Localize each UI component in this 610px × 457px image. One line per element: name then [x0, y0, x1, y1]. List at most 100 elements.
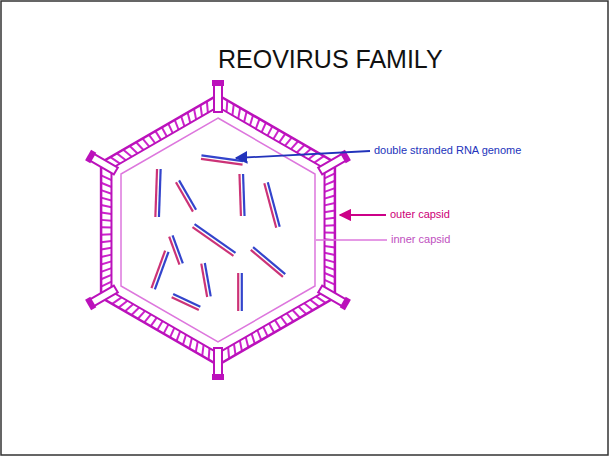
capsid-hatch: [125, 304, 133, 311]
capsid-hatch: [168, 124, 172, 133]
capsid-hatch: [240, 340, 242, 351]
capsid-hatch: [149, 135, 155, 143]
rna-segment: [238, 273, 242, 311]
capsid-hatch: [325, 224, 335, 226]
capsid-hatch: [310, 300, 319, 307]
capsid-hatch: [101, 219, 111, 222]
capsid-hatch: [117, 153, 126, 160]
capsid-hatch: [101, 275, 111, 279]
virus-particle: [85, 80, 351, 380]
rna-segment: [151, 251, 168, 290]
capsid-hatch: [101, 248, 111, 250]
rna-segment: [201, 263, 210, 297]
part-label: double stranded RNA genome: [374, 144, 521, 157]
capsid-hatch: [170, 328, 174, 338]
capsid-hatch: [325, 210, 335, 212]
inner-capsid: [121, 118, 315, 342]
rna-segment: [155, 169, 160, 217]
capsid-hatch: [202, 345, 203, 356]
rna-segment: [169, 235, 183, 264]
rna-segment: [176, 180, 196, 211]
capsid-hatch: [101, 205, 111, 207]
capsid-hatch: [157, 321, 162, 330]
capsid-hatch: [275, 320, 281, 329]
capsid-hatch: [101, 190, 111, 194]
rna-segment: [239, 174, 244, 216]
capsid-spike: [85, 284, 119, 310]
part-label: outer capsid: [390, 208, 450, 221]
capsid-hatch: [144, 314, 151, 322]
capsid-hatch: [279, 134, 285, 143]
capsid-hatch: [325, 253, 335, 255]
capsid-hatch: [101, 198, 111, 201]
capsid-hatch: [194, 109, 196, 120]
capsid-hatch: [250, 115, 253, 125]
capsid-hatch: [325, 246, 335, 248]
capsid-hatch: [304, 303, 312, 310]
capsid-hatch: [101, 268, 111, 272]
capsid-hatch: [298, 307, 306, 314]
capsid-hatch: [325, 273, 335, 277]
capsid-hatch: [268, 126, 273, 135]
capsid-hatch: [325, 196, 335, 199]
capsid-hatch: [101, 282, 111, 287]
capsid-hatch: [325, 188, 335, 192]
capsid-hatch: [101, 175, 111, 180]
capsid-hatch: [256, 119, 260, 129]
capsid-hatch: [188, 113, 191, 123]
capsid-hatch: [244, 112, 247, 123]
capsid-hatch: [314, 156, 323, 163]
capsid-spike: [212, 348, 224, 380]
capsid-spike: [317, 284, 351, 310]
capsid-hatch: [131, 307, 139, 315]
capsid-hatch: [232, 104, 233, 115]
leader-arrow: [340, 214, 386, 216]
capsid-hatch: [325, 280, 335, 285]
capsid-hatch: [101, 255, 111, 257]
capsid-spike: [212, 80, 224, 112]
capsid-hatch: [252, 334, 255, 344]
capsid-hatch: [130, 146, 138, 153]
capsid-hatch: [175, 120, 179, 130]
capsid-hatch: [325, 260, 335, 263]
capsid-hatch: [101, 183, 111, 187]
capsid-hatch: [234, 344, 236, 355]
capsid-hatch: [196, 341, 198, 352]
capsid-hatch: [183, 335, 186, 345]
capsid-hatch: [285, 138, 292, 146]
outer-capsid: [101, 95, 335, 365]
capsid-hatch: [101, 233, 111, 235]
rna-segment: [172, 294, 201, 310]
capsid-hatch: [257, 330, 261, 340]
capsid-hatch: [238, 108, 240, 119]
capsid-hatch: [287, 313, 294, 321]
capsid-hatch: [189, 338, 192, 349]
capsid-hatch: [316, 296, 326, 302]
capsid-hatch: [325, 203, 335, 205]
capsid-hatch: [181, 116, 184, 126]
capsid-hatch: [273, 130, 278, 139]
capsid-hatch: [123, 150, 131, 157]
capsid-hatch: [263, 327, 267, 336]
outer-capsid: [111, 107, 324, 353]
part-label: inner capsid: [391, 233, 450, 246]
capsid-hatch: [151, 318, 157, 327]
capsid-hatch: [325, 173, 335, 178]
capsid-spike: [85, 150, 119, 176]
leader-arrow: [236, 151, 370, 158]
capsid-hatch: [325, 181, 335, 185]
capsid-hatch: [246, 337, 249, 347]
capsid-hatch: [143, 139, 150, 147]
capsid-hatch: [138, 311, 145, 319]
capsid-hatch: [110, 157, 120, 163]
leader-line: [316, 239, 387, 240]
capsid-hatch: [325, 218, 335, 219]
capsid-hatch: [101, 241, 111, 242]
capsid-hatch: [164, 324, 169, 333]
capsid-hatch: [291, 141, 298, 149]
capsid-hatch: [101, 226, 111, 228]
capsid-hatch: [101, 261, 111, 264]
capsid-hatch: [136, 142, 143, 150]
capsid-hatch: [200, 105, 202, 116]
